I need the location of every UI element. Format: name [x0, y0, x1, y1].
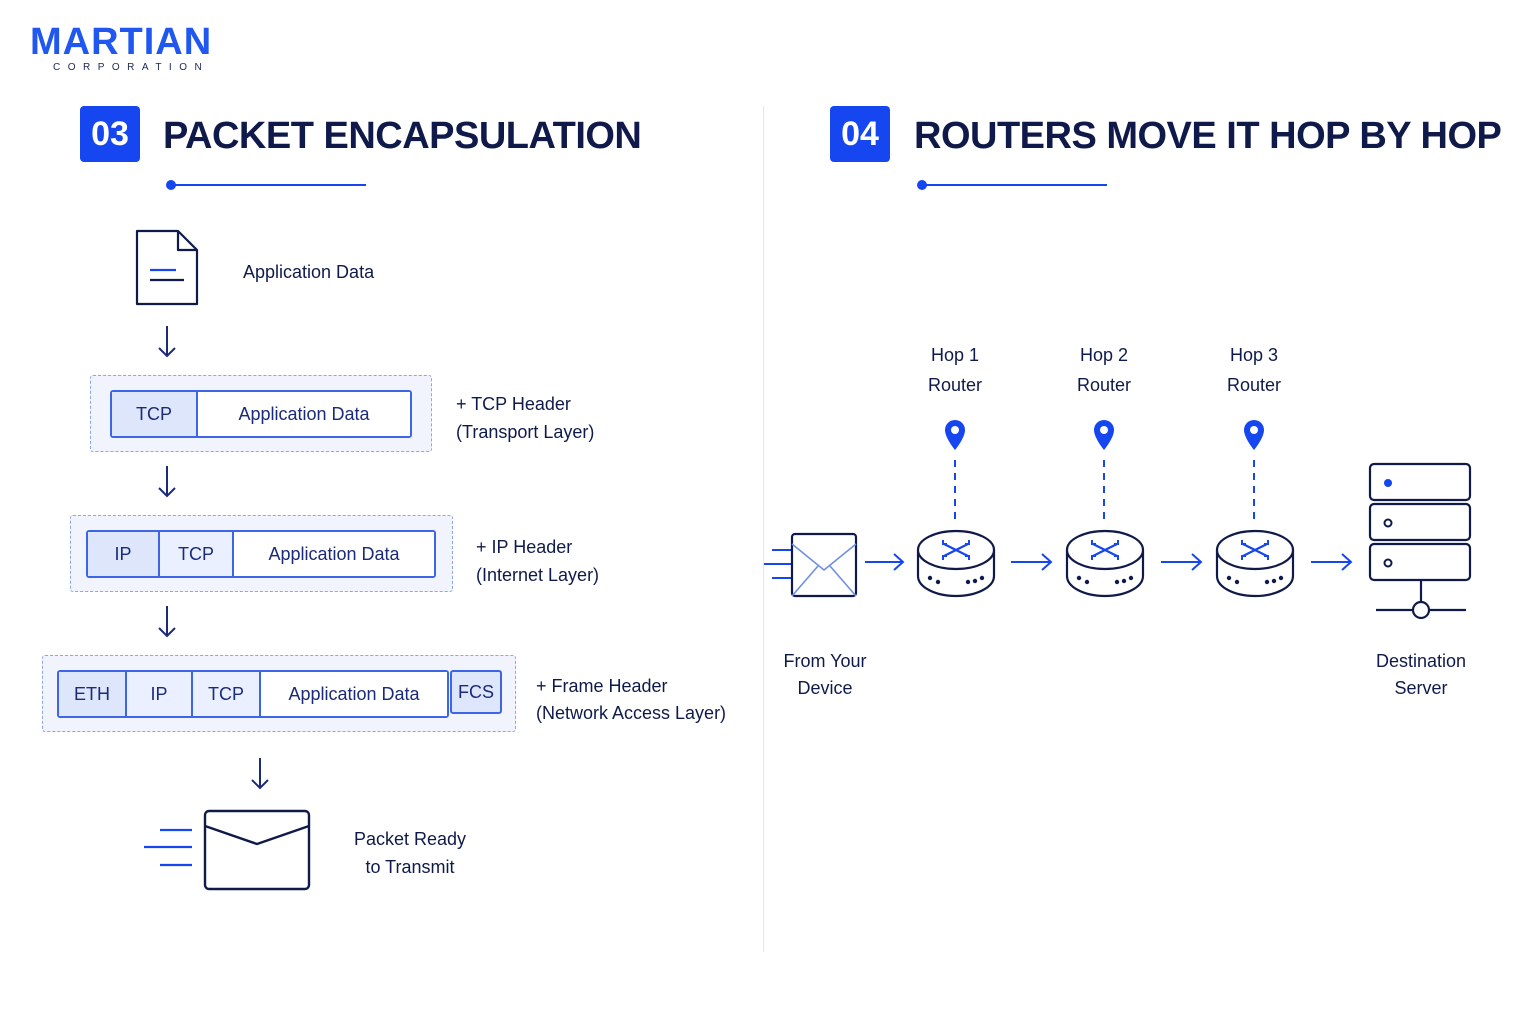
hop-1-router-label: Router	[927, 375, 983, 395]
tcp-layer-box: TCP Application Data	[90, 375, 432, 452]
document-icon	[135, 229, 199, 306]
ip-segment: IP	[88, 532, 160, 576]
router-icon	[1065, 529, 1145, 598]
ip-header-note: + IP Header	[476, 537, 573, 557]
section-divider	[763, 106, 764, 952]
tcp-segment: TCP	[193, 672, 261, 716]
source-label-line2: Device	[797, 678, 853, 698]
section-title-routing: ROUTERS MOVE IT HOP BY HOP	[914, 115, 1502, 157]
hop-3-label: Hop 3	[1229, 345, 1279, 365]
destination-label: Destination	[1375, 651, 1467, 671]
source-label: From Your	[783, 651, 867, 671]
right-arrow-icon	[1311, 553, 1353, 571]
title-underline	[166, 180, 366, 190]
hop-3-router-label: Router	[1226, 375, 1282, 395]
hop-2-router-label: Router	[1076, 375, 1132, 395]
tcp-segment-row: TCP Application Data	[110, 390, 412, 438]
logo-subtitle: CORPORATION	[53, 62, 210, 73]
envelope-icon	[203, 809, 311, 891]
frame-segment-row: ETH IP TCP Application Data	[57, 670, 449, 718]
tcp-segment: TCP	[160, 532, 234, 576]
application-data-label: Application Data	[243, 262, 375, 282]
application-data-segment: Application Data	[261, 672, 447, 716]
down-arrow-icon	[158, 606, 176, 638]
envelope-icon	[790, 532, 858, 598]
tcp-header-note: + TCP Header	[456, 394, 571, 414]
network-access-layer-note: (Network Access Layer)	[536, 703, 727, 723]
fcs-trailer: FCS	[450, 670, 502, 714]
frame-layer-box: ETH IP TCP Application Data FCS	[42, 655, 516, 732]
frame-header-note: + Frame Header	[536, 676, 668, 696]
server-icon	[1368, 462, 1472, 620]
hop-1-label: Hop 1	[930, 345, 980, 365]
router-icon	[916, 529, 996, 598]
down-arrow-icon	[158, 326, 176, 358]
application-data-segment: Application Data	[198, 392, 410, 436]
speed-lines-icon	[144, 828, 192, 867]
dashed-connector	[1103, 460, 1105, 524]
section-title-encapsulation: PACKET ENCAPSULATION	[163, 115, 642, 157]
speed-lines-icon	[764, 549, 792, 579]
destination-label-line2: Server	[1394, 678, 1448, 698]
application-data-segment: Application Data	[234, 532, 434, 576]
down-arrow-icon	[251, 758, 269, 790]
section-number-03: 03	[80, 106, 140, 162]
location-pin-icon	[1094, 420, 1114, 450]
logo-wordmark: MARTIAN	[30, 21, 213, 63]
eth-segment: ETH	[59, 672, 127, 716]
right-arrow-icon	[1161, 553, 1203, 571]
packet-ready-label: Packet Ready	[353, 829, 467, 849]
ip-layer-box: IP TCP Application Data	[70, 515, 453, 592]
section-number-04: 04	[830, 106, 890, 162]
down-arrow-icon	[158, 466, 176, 498]
title-underline	[917, 180, 1107, 190]
ip-segment-row: IP TCP Application Data	[86, 530, 436, 578]
location-pin-icon	[945, 420, 965, 450]
dashed-connector	[1253, 460, 1255, 524]
to-transmit-label: to Transmit	[365, 857, 455, 877]
dashed-connector	[954, 460, 956, 524]
transport-layer-note: (Transport Layer)	[456, 422, 595, 442]
right-arrow-icon	[1011, 553, 1053, 571]
ip-segment: IP	[127, 672, 193, 716]
hop-2-label: Hop 2	[1079, 345, 1129, 365]
right-arrow-icon	[865, 553, 905, 571]
tcp-segment: TCP	[112, 392, 198, 436]
internet-layer-note: (Internet Layer)	[476, 565, 600, 585]
router-icon	[1215, 529, 1295, 598]
location-pin-icon	[1244, 420, 1264, 450]
